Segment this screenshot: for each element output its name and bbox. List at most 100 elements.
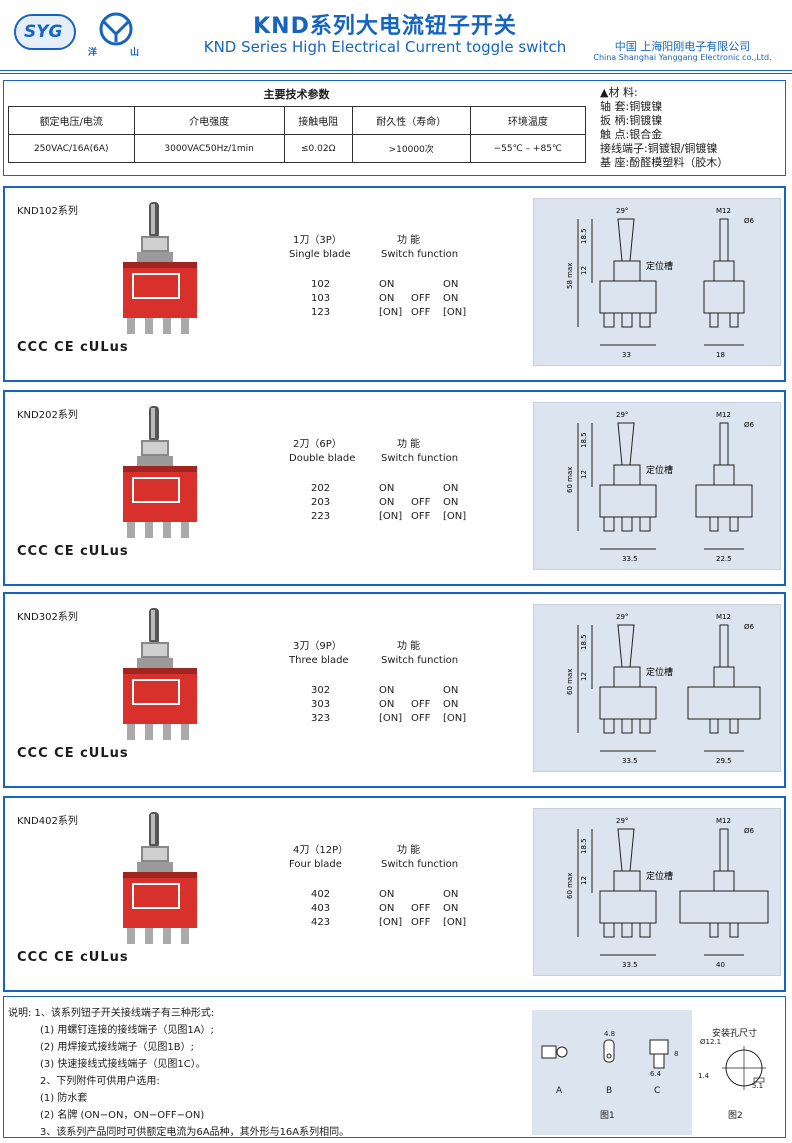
function-cell: [ON] [443,713,467,724]
function-cell: 202 [311,483,331,494]
company-cn: 中国 上海阳刚电子有限公司 [614,40,751,53]
logo-yangshan: 洋 山 [86,12,146,58]
blade-en: Double blade [289,453,356,464]
figure-2: 安装孔尺寸 Ø12.1 1.4 5.1 图2 [698,1010,780,1135]
spec-val: −55℃ – +85℃ [469,134,587,163]
function-cell: 403 [311,903,331,914]
dim-label: 60 max [566,669,574,695]
function-cell: OFF [411,903,431,914]
dim-label: 定位槽 [646,260,673,272]
note-line: 3、该系列产品同时可供额定电流为6A品种，其外形与16A系列相同。 [40,1127,350,1138]
fig-dim: 8 [674,1050,679,1058]
model-name: KND302系列 [17,612,78,623]
dim-label: 18.5 [580,838,588,854]
blade-en: Three blade [289,655,349,666]
function-cell: OFF [411,713,431,724]
fig1-label-b: B [606,1086,613,1096]
dim-label: 18.5 [580,634,588,650]
function-block: 2刀（6P） 功 能 Double blade Switch function … [289,438,489,522]
dim-label: Ø6 [744,421,755,429]
dim-label: M12 [716,613,731,621]
func-en: Switch function [381,453,459,464]
func-cn: 功 能 [397,845,421,856]
function-cell: OFF [411,293,431,304]
function-cell: OFF [411,307,431,318]
function-cell: 402 [311,889,331,900]
dim-label: 18.5 [580,228,588,244]
dim-label: 60 max [566,873,574,899]
figure-1: A B C 4.8 8 6.4 图1 [532,1010,692,1135]
dim-label: 33 [622,351,631,359]
spec-heading: 主要技术参数 [263,88,330,101]
dim-label: 33.5 [622,961,638,969]
fig-dim: 5.1 [752,1082,764,1090]
func-cn: 功 能 [397,235,421,246]
fig-dim: Ø12.1 [700,1038,722,1046]
terminal-types-icon [541,1039,669,1069]
function-cell: ON [443,889,459,900]
dimension-svg: 29° M12 Ø6 18.5 12 60 max 定位槽 33.5 40 [566,817,769,969]
cert-marks: CCC CE cULus [17,544,129,559]
material-row: 基 座:酚醛模塑料（胶木） [600,156,729,169]
dim-label: 58 max [566,263,574,289]
function-cell: ON [443,497,459,508]
fig-dim: 6.4 [650,1070,662,1078]
dim-label: 12 [580,266,588,275]
function-cell: ON [379,903,395,914]
function-block: 3刀（9P） 功 能 Three blade Switch function 3… [289,640,489,724]
dim-label: 60 max [566,467,574,493]
switch-photo-icon [123,608,197,740]
dimension-drawing: 29° M12 Ø6 18.5 12 60 max 定位槽 33.5 40 [533,808,781,976]
note-line: (1) 用螺钉连接的接线端子（见图1A）; [40,1025,214,1036]
spec-val: 3000VAC50Hz/1min [133,134,285,163]
blade-cn: 4刀（12P） [293,845,349,856]
logo-syg-text: SYG [24,22,63,42]
spec-col: 接触电阻 [283,106,353,135]
function-cell: 423 [311,917,331,928]
model-panel: KND302系列 3刀（9P） 功 能 Three blade Switch f… [3,592,786,788]
function-cell: OFF [411,917,431,928]
function-cell: [ON] [443,917,467,928]
spec-col: 环境温度 [469,106,587,135]
switch-photo-icon [123,202,197,334]
func-en: Switch function [381,249,459,260]
function-cell: ON [443,279,459,290]
note-line: (2) 名牌 (ON−ON，ON−OFF−ON) [40,1110,205,1121]
dim-label: Ø6 [744,623,755,631]
spec-box [3,80,786,176]
function-cell: ON [379,293,395,304]
logo-syg: SYG [14,14,76,50]
model-name: KND402系列 [17,816,78,827]
function-cell: ON [443,903,459,914]
function-cell: ON [443,483,459,494]
material-row: 轴 套:铜镀镍 [600,100,663,113]
dim-label: 29° [616,411,628,419]
spec-val: 250VAC/16A(6A) [8,134,135,163]
model-panel: KND402系列 4刀（12P） 功 能 Four blade Switch f… [3,796,786,992]
fig1-label-a: A [556,1086,563,1096]
note-line: (1) 防水套 [40,1093,88,1104]
dim-label: 33.5 [622,555,638,563]
func-cn: 功 能 [397,641,421,652]
spec-table: 额定电压/电流 介电强度 接触电阻 耐久性（寿命） 环境温度 250VAC/16… [8,106,587,163]
material-row: 扳 柄:铜镀镍 [600,114,663,127]
blade-en: Single blade [289,249,351,260]
function-cell: [ON] [443,307,467,318]
note-line: 2、下列附件可供用户选用: [40,1076,160,1087]
func-en: Switch function [381,655,459,666]
function-cell: 103 [311,293,331,304]
switch-photo-icon [123,406,197,538]
blade-cn: 3刀（9P） [293,641,342,652]
function-block: 4刀（12P） 功 能 Four blade Switch function 4… [289,844,489,928]
function-cell: 223 [311,511,331,522]
dim-label: Ø6 [744,217,755,225]
function-cell: ON [379,497,395,508]
function-cell: 303 [311,699,331,710]
dim-label: M12 [716,207,731,215]
function-cell: ON [379,889,395,900]
note-line: (3) 快速接线式接线端子（见图1C）。 [40,1059,206,1070]
function-cell: ON [379,279,395,290]
model-name: KND202系列 [17,410,78,421]
header-rule [0,70,792,71]
function-cell: OFF [411,699,431,710]
